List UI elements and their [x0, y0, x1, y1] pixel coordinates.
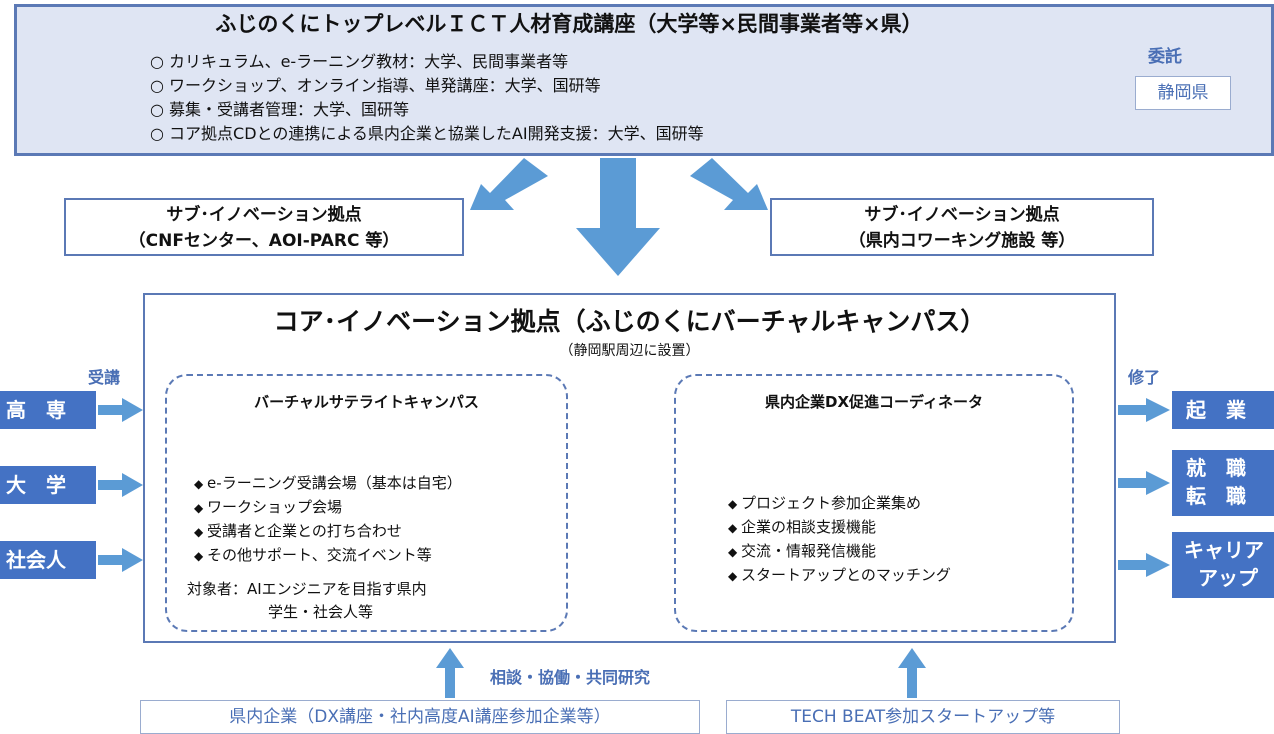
input-arrow-1: [98, 398, 143, 422]
bottom-up-arrow-left: [436, 648, 464, 698]
output-arrow-2: [1118, 471, 1170, 495]
sub-hub-left: サブ･イノベーション拠点 （CNFセンター、AOI-PARC 等）: [64, 198, 464, 256]
bottom-up-arrow-right: [898, 648, 926, 698]
virtual-campus-title: バーチャルサテライトキャンパス: [254, 393, 479, 411]
bottom-box-startups: TECH BEAT参加スタートアップ等: [726, 700, 1120, 734]
coordinator-bullet: スタートアップとのマッチング: [728, 564, 951, 585]
input-box-working-adults: 社会人: [0, 541, 96, 579]
output-career-line2: アップ: [1198, 566, 1258, 590]
completion-label: 修了: [1128, 368, 1161, 387]
input-box-university: 大 学: [0, 466, 96, 504]
program-item: 募集・受講者管理：大学、国研等: [150, 96, 409, 120]
campus-bullet: e-ラーニング受講会場（基本は自宅）: [194, 472, 462, 493]
sub-hub-left-line2: （CNFセンター、AOI-PARC 等）: [128, 231, 400, 251]
core-hub-subtitle: （静岡駅周辺に設置）: [559, 343, 700, 359]
output-arrow-3: [1118, 553, 1170, 577]
output-employment-line2: 転 職: [1186, 484, 1246, 508]
program-item: コア拠点CDとの連携による県内企業と協業したAI開発支援：大学、国研等: [150, 120, 704, 144]
input-arrow-2: [98, 473, 143, 497]
output-career-line1: キャリア: [1184, 538, 1264, 562]
output-employment-line1: 就 職: [1186, 456, 1246, 480]
input-arrow-3: [98, 548, 143, 572]
sub-hub-right-line1: サブ･イノベーション拠点: [864, 205, 1060, 225]
core-hub-title: コア･イノベーション拠点（ふじのくにバーチャルキャンパス）: [273, 307, 986, 336]
dx-coordinator-title: 県内企業DX促進コーディネータ: [765, 393, 983, 411]
coordinator-bullet: 企業の相談支援機能: [728, 516, 876, 537]
virtual-campus-panel: [165, 374, 568, 632]
right-diagonal-arrow: [690, 158, 768, 210]
coordinator-bullet: プロジェクト参加企業集め: [728, 492, 921, 513]
input-arrows: [98, 398, 143, 572]
center-down-arrow: [576, 158, 660, 276]
bottom-box-companies: 県内企業（DX講座・社内高度AI講座参加企業等）: [140, 700, 700, 734]
input-box-kosen: 高 専: [0, 391, 96, 429]
consign-label: 委託: [1148, 47, 1182, 67]
campus-bullet: ワークショップ会場: [194, 496, 342, 517]
program-item: ワークショップ、オンライン指導、単発講座：大学、国研等: [150, 72, 601, 96]
output-box-startup: 起 業: [1172, 391, 1274, 429]
sub-hub-right-line2: （県内コワーキング施設 等）: [848, 231, 1076, 251]
consign-value: 静岡県: [1135, 76, 1231, 110]
target-audience-line2: 学生・社会人等: [268, 603, 374, 621]
output-box-employment: 就 職 転 職: [1172, 450, 1274, 516]
campus-bullet: 受講者と企業との打ち合わせ: [194, 520, 402, 541]
output-box-career-up: キャリア アップ: [1172, 532, 1274, 598]
target-audience-line1: 対象者：AIエンジニアを目指す県内: [187, 580, 427, 598]
campus-bullet: その他サポート、交流イベント等: [194, 544, 432, 565]
sub-hub-left-line1: サブ･イノベーション拠点: [166, 205, 362, 225]
consultation-label: 相談・協働・共同研究: [490, 668, 651, 687]
coordinator-bullet: 交流・情報発信機能: [728, 540, 876, 561]
sub-hub-right: サブ･イノベーション拠点 （県内コワーキング施設 等）: [770, 198, 1154, 256]
output-arrow-1: [1118, 398, 1170, 422]
program-title: ふじのくにトップレベルＩＣＴ人材育成講座（大学等×民間事業者等×県）: [215, 12, 923, 36]
enroll-label: 受講: [88, 368, 121, 387]
output-arrows: [1118, 398, 1170, 577]
program-item: カリキュラム、e-ラーニング教材：大学、民間事業者等: [150, 48, 568, 72]
left-diagonal-arrow: [470, 158, 548, 210]
